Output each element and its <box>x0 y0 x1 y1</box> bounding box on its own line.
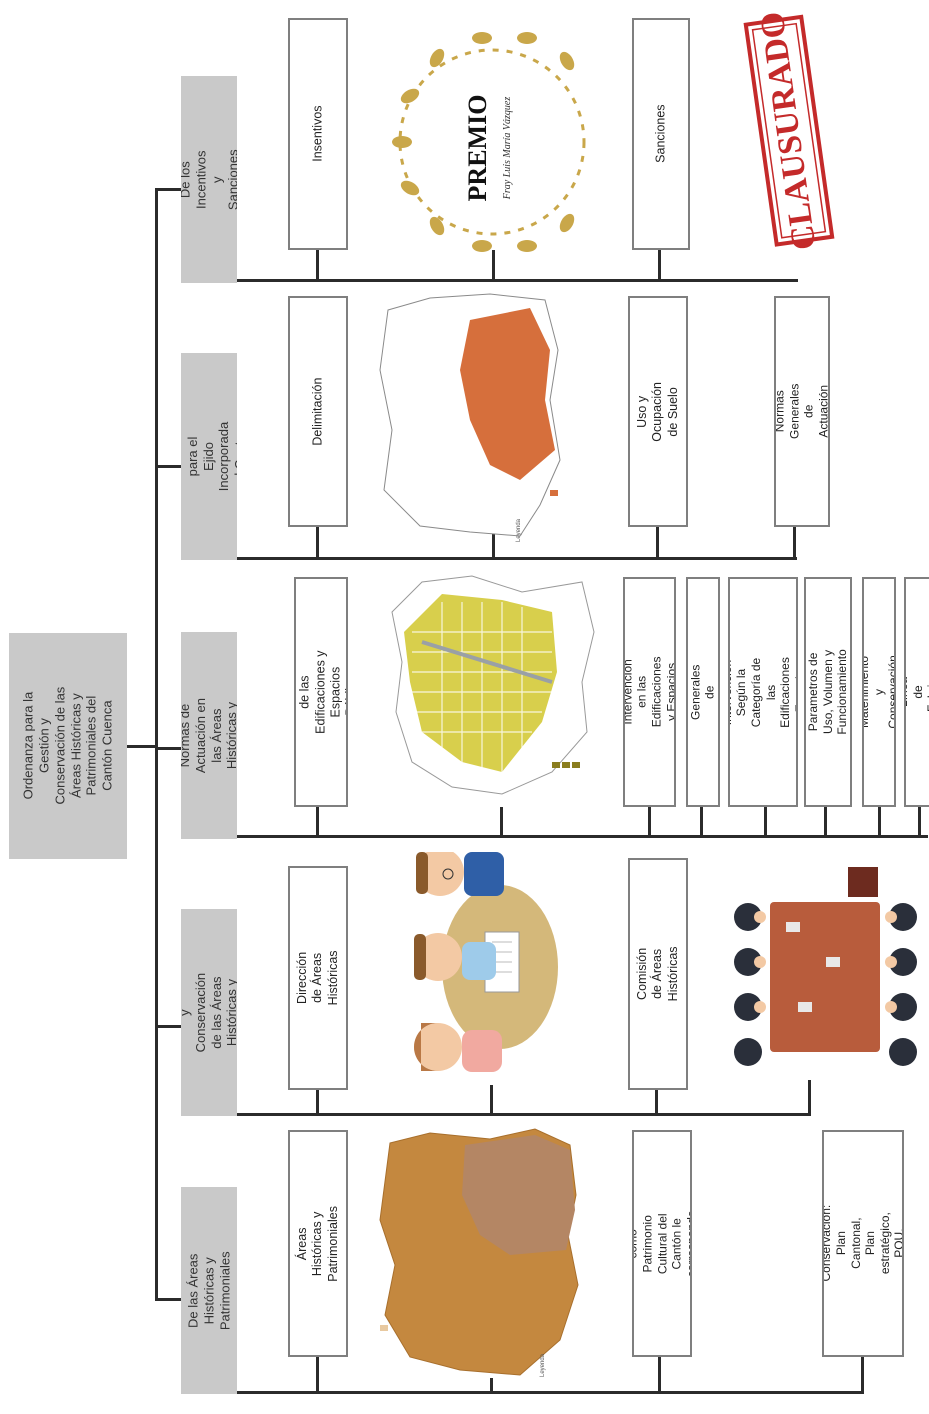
root-connector <box>127 745 158 748</box>
branch-4 <box>155 465 181 468</box>
award-signature: Fray Luis María Vázquez <box>502 97 513 201</box>
tick <box>764 807 767 836</box>
tick <box>316 527 319 558</box>
section-5-header: De los Incentivos y Sanciones <box>181 76 237 283</box>
tick <box>658 250 661 280</box>
tick <box>655 1090 658 1114</box>
item-delimitacion: Delimitación <box>288 296 348 527</box>
tick <box>316 250 319 280</box>
ejido-map: Leyenda <box>379 293 561 542</box>
tick <box>492 527 495 558</box>
item-parametros: Parametros de Uso, Volumen y Funcionamie… <box>804 577 852 807</box>
root-box: Ordenanza para la Gestión y Conservación… <box>9 633 127 859</box>
tick <box>918 807 921 836</box>
map-legend-label: Leyenda <box>540 1353 546 1377</box>
tick <box>658 1357 661 1392</box>
tick <box>492 250 495 280</box>
section-4-bus <box>237 557 797 560</box>
main-trunk <box>155 188 158 1300</box>
item-areas-historicas: Áreas Históricas y Patrimoniales <box>288 1130 348 1357</box>
historic-areas-map: Leyenda <box>379 1128 579 1377</box>
award-word: PREMIO <box>463 95 492 202</box>
tick <box>316 1090 319 1114</box>
categorization-map <box>391 575 595 795</box>
tick <box>878 807 881 836</box>
award-laurel-illustration: PREMIO Fray Luis María Vázquez <box>392 32 586 252</box>
tick <box>808 1080 811 1114</box>
section-3-bus <box>237 835 928 838</box>
branch-5 <box>155 188 181 191</box>
root-title: Ordenanza para la Gestión y Conservación… <box>20 687 115 805</box>
branch-2 <box>155 1025 181 1028</box>
item-uso-suelo: Uso y Ocupación de Suelo <box>628 296 688 527</box>
branch-3 <box>155 747 181 750</box>
item-mantenimiento: Matenimiento y Conservación <box>862 577 896 807</box>
item-comision: Comisión de Áreas Históricas <box>628 858 688 1090</box>
tick <box>500 807 503 836</box>
branch-1 <box>155 1298 181 1301</box>
item-tipos-categoria: Tipos de Intervención Según la Categoría… <box>728 577 798 807</box>
section-2-header: De la Gestión y Conservación de las Área… <box>181 909 237 1116</box>
section-1-bus <box>237 1391 864 1394</box>
item-tipos-intervencion: Tipos de Intervención en las Edificacion… <box>623 577 676 807</box>
stamp-word: CLAUSURADO <box>753 12 823 250</box>
tick <box>656 527 659 558</box>
item-insentivos: Insentivos <box>288 18 348 250</box>
tick <box>648 807 651 836</box>
item-normas-generales: Normas Generales de Actuación <box>774 296 830 527</box>
people-meeting-illustration <box>414 852 558 1072</box>
item-direccion: Dirección de Áreas Históricas <box>288 866 348 1090</box>
item-sanciones: Sanciones <box>632 18 690 250</box>
item-instrumentos: Instrumentos de Gestión y Conservación: … <box>822 1130 904 1357</box>
section-3-header: De las Normas de Actuación en las Áreas … <box>181 632 237 839</box>
tick <box>316 807 319 836</box>
tick <box>824 807 827 836</box>
tick <box>793 527 796 558</box>
tick <box>316 1357 319 1392</box>
tick <box>700 807 703 836</box>
section-5-bus <box>237 279 798 282</box>
ejido-legend-label: Leyenda <box>516 518 522 542</box>
tick <box>490 1378 493 1392</box>
closed-stamp: CLAUSURADO <box>743 12 835 250</box>
section-2-bus <box>237 1113 811 1116</box>
board-meeting-illustration <box>734 867 917 1066</box>
section-1-header: De las Áreas Históricas y Patrimoniales <box>181 1187 237 1394</box>
item-declaratoria: La declaratoria como Patrimonio Cultural… <box>632 1130 692 1357</box>
item-categorizacion: Categorización de las Edificaciones y Es… <box>294 577 348 807</box>
section-4-header: Normas Generales para el Ejido Incorpora… <box>181 353 237 560</box>
tick <box>490 1085 493 1114</box>
item-normas-actuacion: Normas Generales de Actuación <box>686 577 720 807</box>
item-linea-fabrica: Línea de Fabrica <box>904 577 929 807</box>
tick <box>861 1357 864 1392</box>
